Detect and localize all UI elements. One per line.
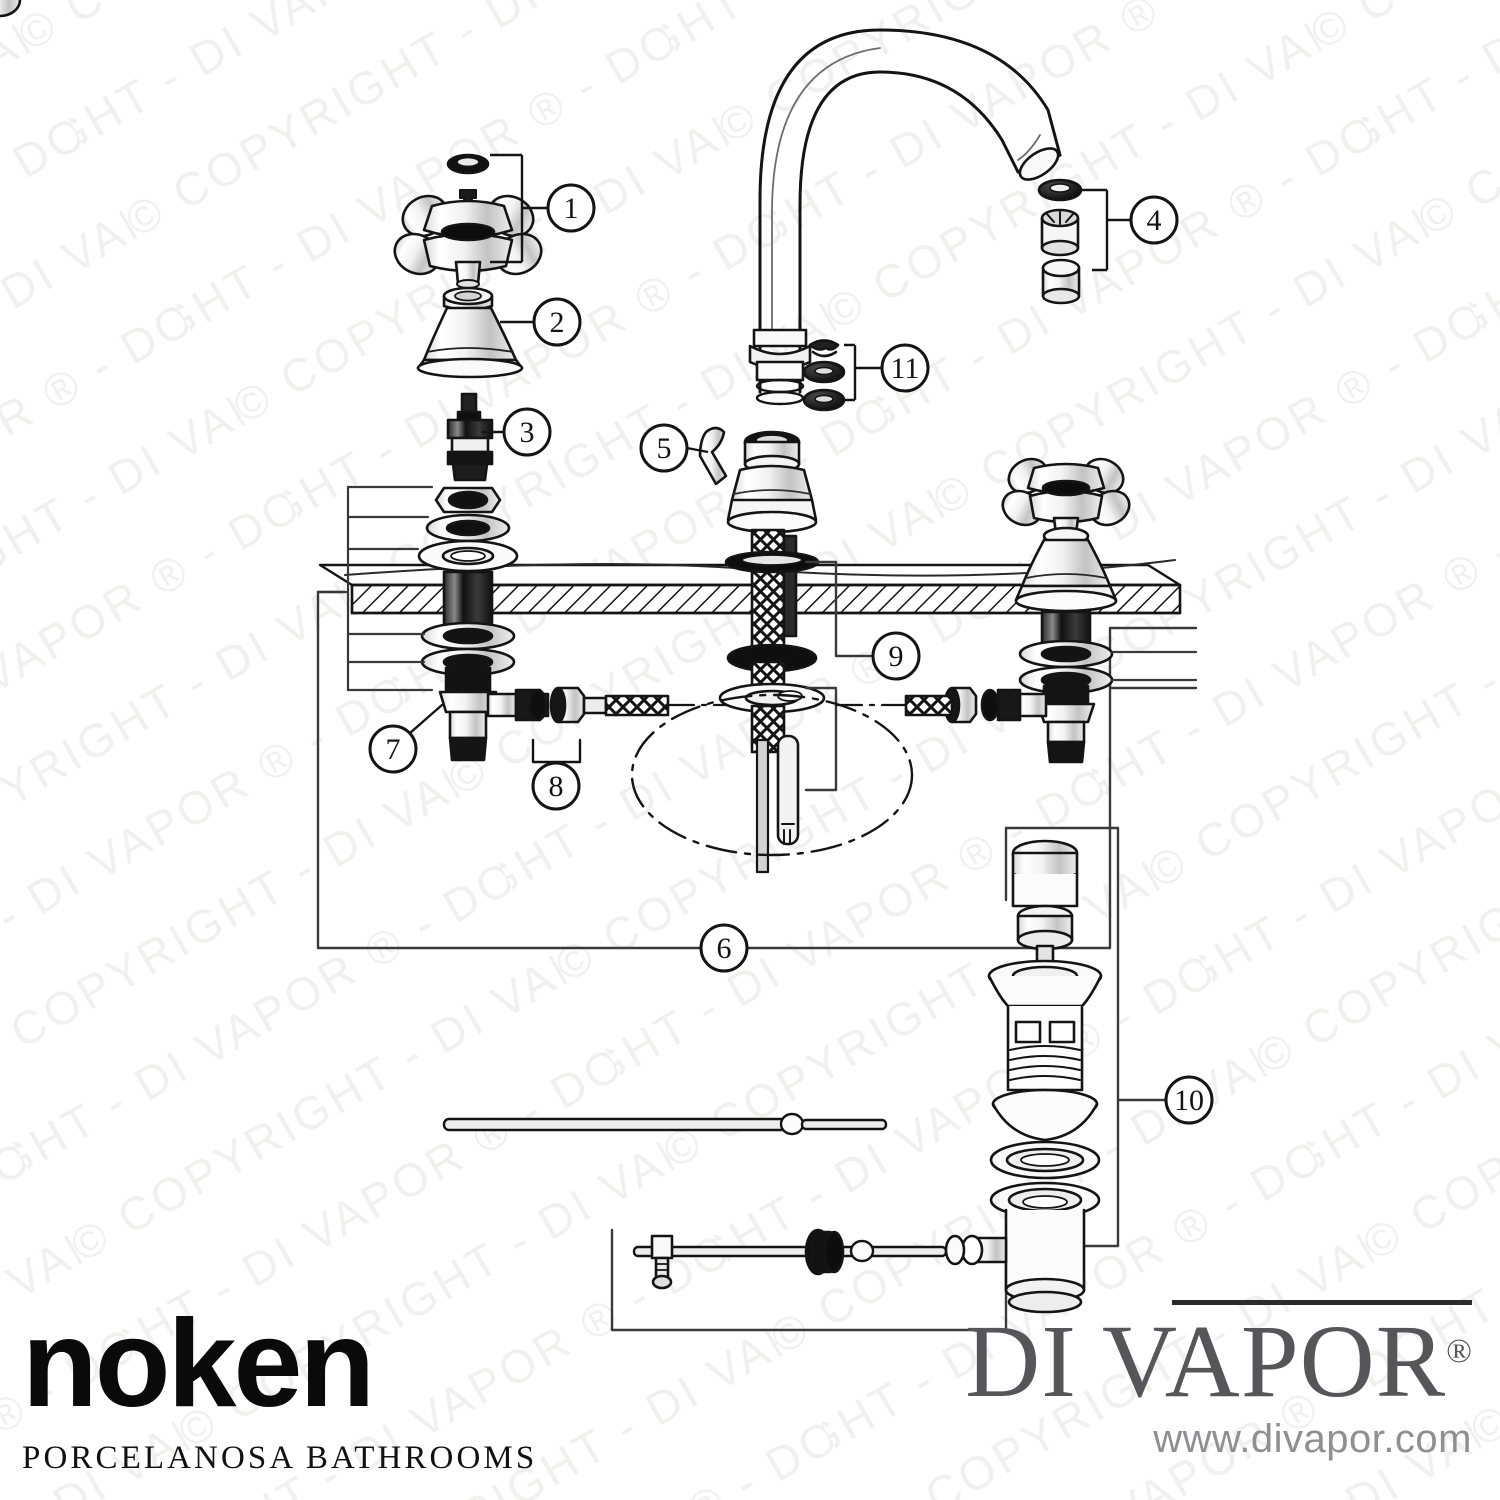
callout-number: 2 [550, 306, 565, 339]
callout-5[interactable]: 5 [639, 423, 689, 473]
callout-number: 9 [889, 640, 904, 673]
divapor-word-text: DI VAPOR [965, 1304, 1447, 1419]
leader-4 [1082, 188, 1131, 272]
part-7-mounting-stack-left [417, 486, 550, 762]
callout-number: 8 [549, 770, 564, 803]
part-3-valve-cartridge [446, 392, 494, 482]
callout-number: 11 [891, 352, 920, 385]
divapor-url: www.divapor.com [1153, 1417, 1472, 1462]
callout-number: 6 [717, 932, 732, 965]
callout-3[interactable]: 3 [502, 407, 552, 457]
part-1-cross-handle [393, 153, 543, 289]
part-4-aerator-assembly [1037, 178, 1083, 305]
popup-linkage-rod [632, 1228, 966, 1290]
callout-7[interactable]: 7 [368, 724, 418, 774]
noken-wordmark: noken [22, 1295, 375, 1433]
callout-6[interactable]: 6 [699, 923, 749, 973]
callout-9[interactable]: 9 [871, 631, 921, 681]
callout-10[interactable]: 10 [1164, 1075, 1214, 1125]
part-7-leader [408, 703, 444, 735]
part-2-handle-shroud [416, 286, 524, 379]
callout-number: 5 [657, 432, 672, 465]
callout-11[interactable]: 11 [880, 343, 930, 393]
callout-2[interactable]: 2 [532, 297, 582, 347]
callout-number: 10 [1174, 1084, 1204, 1117]
noken-tagline: PORCELANOSA BATHROOMS [22, 1440, 538, 1476]
leader-11 [844, 343, 882, 402]
callout-number: 1 [564, 192, 579, 225]
lift-rod-long [442, 1112, 888, 1136]
callout-number: 4 [1147, 204, 1162, 237]
noken-logo: noken PORCELANOSA BATHROOMS [22, 1302, 542, 1477]
right-tap-assembly [0, 0, 1131, 764]
callout-number: 7 [386, 733, 401, 766]
callout-8[interactable]: 8 [531, 761, 581, 811]
callout-1[interactable]: 1 [546, 183, 596, 233]
callout-number: 3 [520, 416, 535, 449]
divapor-logo: DI VAPOR® www.divapor.com [792, 1300, 1472, 1462]
right-hardware-leader [1110, 650, 1198, 682]
part-8-bracket [531, 738, 582, 765]
registered-mark-icon: ® [1446, 1333, 1472, 1370]
part-8-hose-fitting-left [528, 686, 670, 724]
part-5-spout-body [698, 426, 818, 534]
callout-4[interactable]: 4 [1129, 195, 1179, 245]
divapor-wordmark: DI VAPOR® [792, 1308, 1472, 1415]
